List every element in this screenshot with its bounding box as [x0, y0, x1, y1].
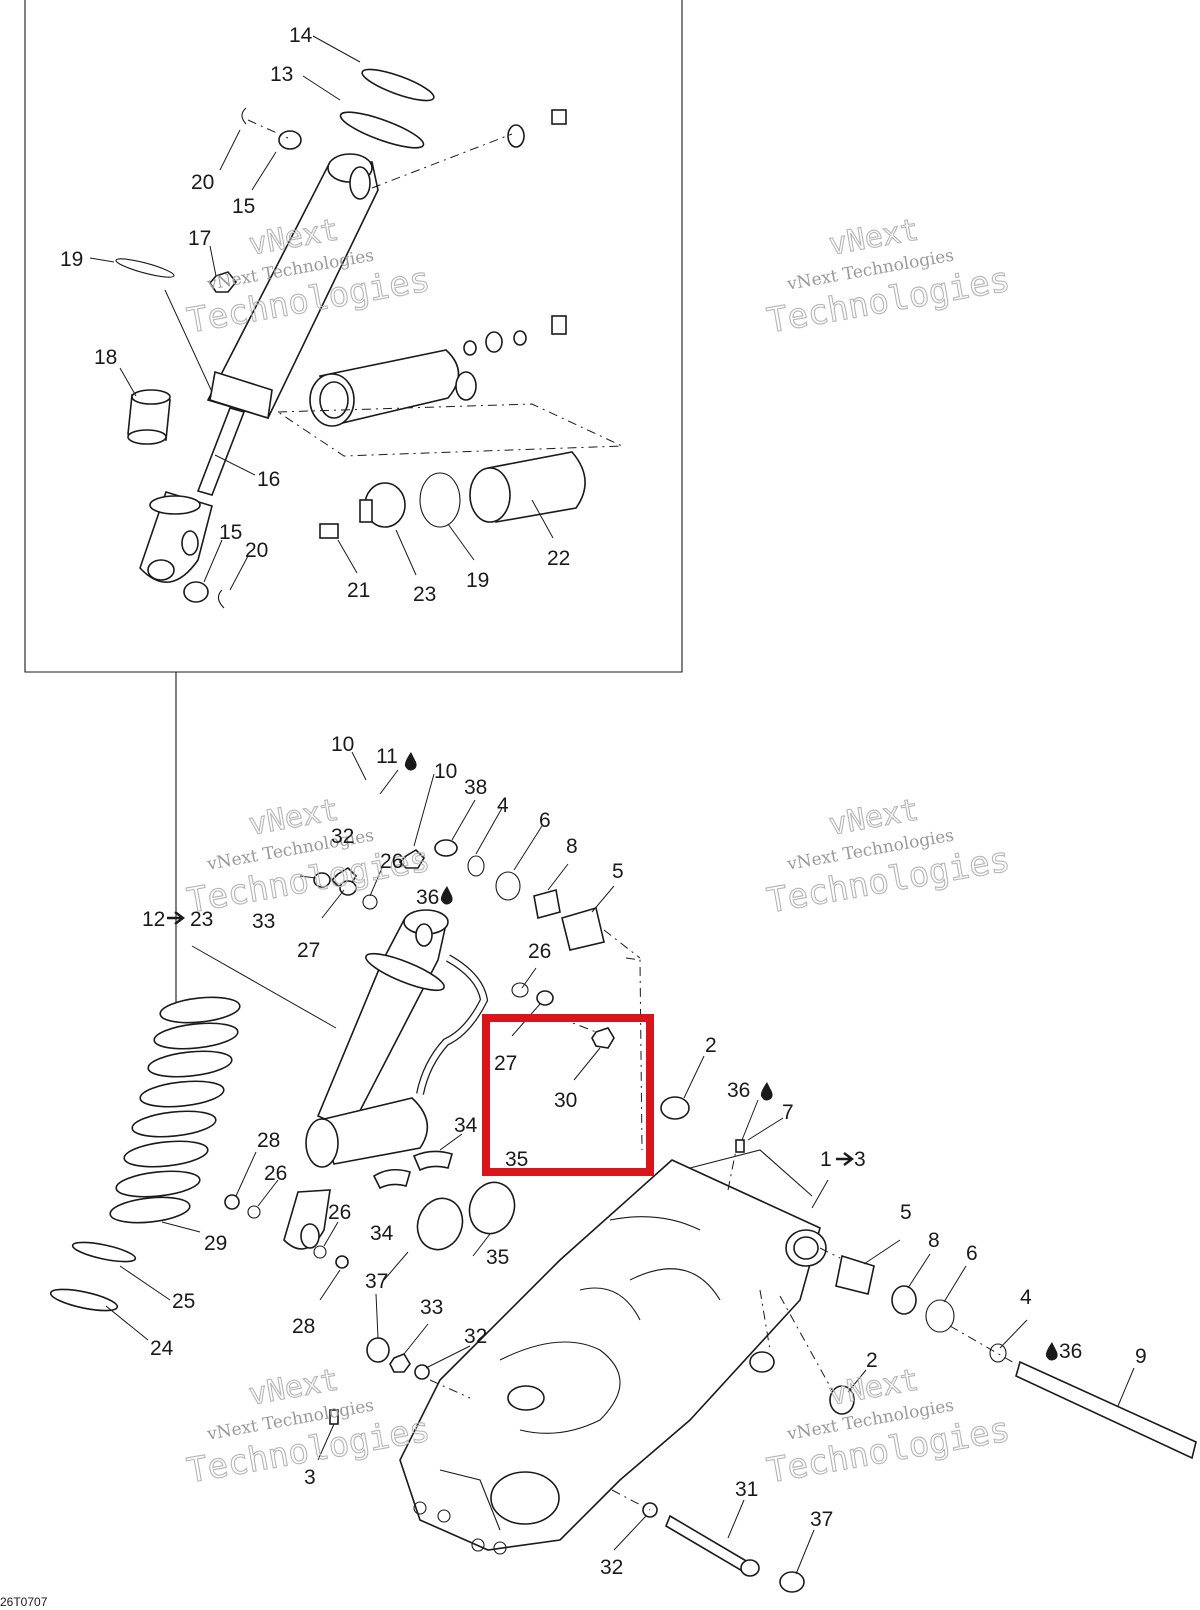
callout: 3: [304, 1466, 316, 1489]
callout: 1: [820, 1148, 832, 1171]
oil-drop-icon: [404, 752, 417, 771]
callout: 2: [866, 1349, 878, 1372]
callout: 26: [528, 940, 551, 963]
main-shock: [316, 919, 447, 1132]
callout: 17: [188, 227, 211, 250]
callout: 37: [810, 1508, 833, 1531]
callout: 37: [365, 1270, 388, 1293]
arrow-right-icon: [167, 911, 185, 925]
callout: 3: [854, 1148, 866, 1171]
callout: 38: [464, 776, 487, 799]
callout: 8: [566, 835, 578, 858]
watermark: vNext Technologies vNext Technologies: [764, 792, 1014, 922]
oil-drop-icon: [1045, 1342, 1058, 1361]
callout: 20: [245, 539, 268, 562]
callout: 16: [257, 468, 280, 491]
reservoir-sleeve: [487, 451, 586, 523]
callout: 18: [94, 346, 117, 369]
callout: 35: [486, 1246, 509, 1269]
callout: 21: [347, 579, 370, 602]
callout: 19: [466, 569, 489, 592]
spring-seat-13: [339, 111, 425, 149]
callout: 35: [505, 1148, 528, 1171]
callout: 22: [547, 547, 570, 570]
callout: 34: [370, 1222, 394, 1245]
callout: 19: [60, 248, 83, 271]
callout: 32: [600, 1556, 623, 1579]
callout: 4: [497, 794, 509, 817]
callout: 20: [191, 171, 214, 194]
callout: 15: [232, 195, 255, 218]
main-reservoir: [318, 1097, 429, 1165]
figure-reference: 26T0707: [0, 1595, 48, 1609]
callout: 28: [257, 1129, 280, 1152]
callout: 36: [1059, 1340, 1082, 1363]
callout: 36: [727, 1079, 750, 1102]
callout: 36: [416, 886, 439, 909]
watermark: vNext Technologies vNext Technologies: [184, 212, 434, 342]
callout: 8: [928, 1229, 940, 1252]
callout: 11: [376, 745, 398, 768]
shock-detail-group: [89, 35, 623, 609]
callout: 4: [1020, 1286, 1032, 1309]
callout: 7: [782, 1101, 794, 1124]
shock-shaft: [196, 407, 246, 496]
callout: 33: [252, 910, 275, 933]
callout: 5: [900, 1201, 912, 1224]
arrow-right-icon: [836, 1152, 854, 1166]
swing-arm-group: [49, 751, 1197, 1593]
callout: 6: [539, 809, 551, 832]
callout: 23: [190, 908, 213, 931]
callout: 30: [554, 1089, 577, 1112]
pivot-shaft: [1015, 1360, 1197, 1460]
callout: 14: [289, 24, 313, 47]
callout: 25: [172, 1290, 195, 1313]
spring-seat-14: [361, 68, 435, 102]
oil-drop-icon: [440, 886, 453, 905]
callout: 10: [434, 760, 457, 783]
swing-arm: [399, 1159, 821, 1551]
watermark: vNext Technologies vNext Technologies: [764, 1362, 1014, 1492]
callout: 32: [331, 825, 354, 848]
callout: 28: [292, 1315, 315, 1338]
callout: 26: [380, 850, 403, 873]
callout: 12: [142, 908, 165, 931]
callout: 2: [705, 1034, 717, 1057]
callout: 15: [219, 521, 242, 544]
highlight-box: [482, 1014, 654, 1176]
callout: 26: [328, 1201, 351, 1224]
callout: 13: [270, 63, 293, 86]
callout: 33: [420, 1296, 443, 1319]
callout: 32: [464, 1325, 487, 1348]
callout: 34: [454, 1114, 478, 1137]
callout: 29: [204, 1232, 227, 1255]
coil-spring: [109, 996, 241, 1224]
detail-inset-frame: [24, 0, 683, 1010]
callout: 27: [297, 939, 320, 962]
callout-labels: 14 13 20 15 17 19 18 16 15 20 21 23 19 2…: [60, 24, 1147, 1579]
oil-drop-icon: [760, 1082, 773, 1101]
callout: 31: [735, 1478, 758, 1501]
callout: 6: [966, 1242, 978, 1265]
callout: 9: [1135, 1345, 1147, 1368]
watermark: vNext Technologies vNext Technologies: [764, 212, 1014, 342]
callout: 23: [413, 583, 436, 606]
callout: 10: [331, 733, 354, 756]
callout: 27: [494, 1052, 517, 1075]
callout: 24: [150, 1337, 174, 1360]
callout: 26: [264, 1162, 287, 1185]
callout: 5: [612, 860, 624, 883]
